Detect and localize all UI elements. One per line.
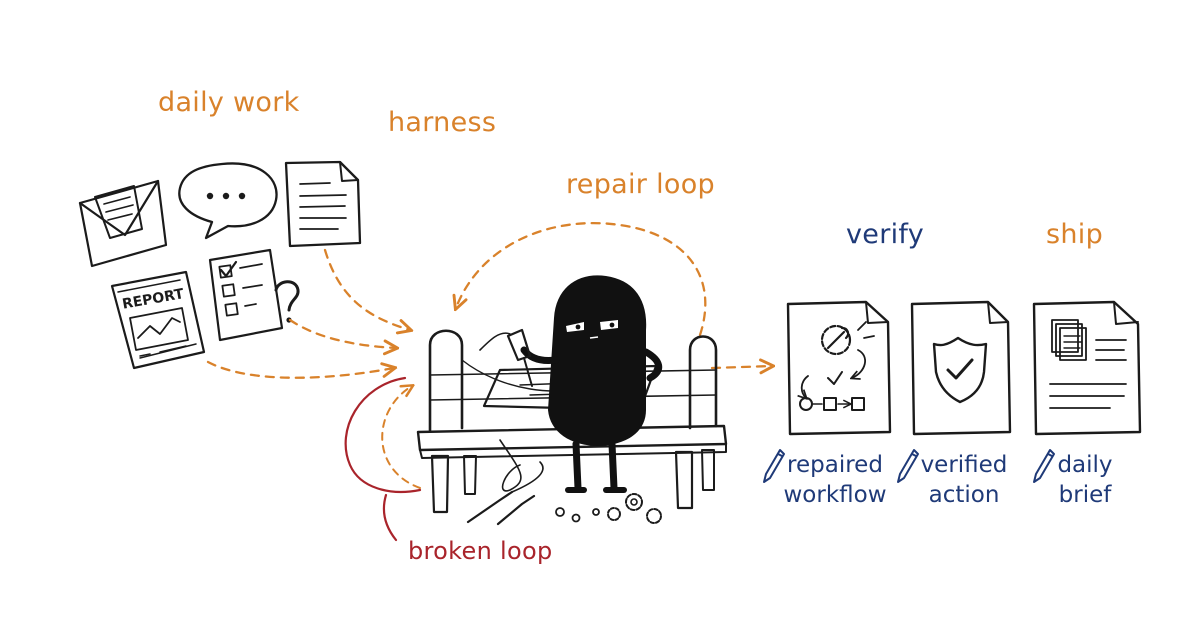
soldering-iron-icon bbox=[479, 328, 533, 387]
daily-brief-card bbox=[1032, 300, 1142, 436]
shield-check-icon bbox=[932, 336, 988, 404]
repair-character bbox=[520, 275, 663, 493]
output-caption-daily-brief: daily brief bbox=[1050, 450, 1120, 510]
wrench-icon bbox=[820, 324, 852, 356]
gear-icon bbox=[555, 493, 662, 524]
report-icon: REPORT bbox=[110, 270, 206, 370]
ship-out-arrow bbox=[710, 366, 772, 368]
envelope-icon bbox=[78, 179, 168, 268]
caption-line-1: repaired bbox=[787, 452, 883, 478]
inner-loop-arrow bbox=[381, 386, 421, 489]
caption-line-1: verified bbox=[920, 452, 1008, 478]
repair-loop-label: repair loop bbox=[566, 169, 715, 200]
daily-work-label: daily work bbox=[158, 87, 300, 118]
verify-label: verify bbox=[846, 219, 925, 250]
output-caption-verified-action: verified action bbox=[914, 450, 1014, 510]
caption-line-2: brief bbox=[1058, 482, 1112, 508]
caption-line-2: workflow bbox=[783, 482, 887, 508]
pen-icon bbox=[763, 449, 1055, 483]
repaired-workflow-card bbox=[786, 300, 892, 436]
caption-line-2: action bbox=[928, 482, 1000, 508]
harness-label: harness bbox=[388, 107, 497, 138]
checklist-icon bbox=[208, 248, 284, 342]
ship-label: ship bbox=[1046, 219, 1104, 250]
floor-tools bbox=[466, 461, 544, 526]
document-icon bbox=[284, 160, 362, 248]
broken-loop-label: broken loop bbox=[408, 537, 553, 565]
output-caption-repaired-workflow: repaired workflow bbox=[780, 450, 890, 510]
verified-action-card bbox=[910, 300, 1012, 436]
input-arrows bbox=[206, 248, 410, 379]
repair-loop-arrow bbox=[456, 221, 707, 337]
stacked-documents-icon bbox=[1051, 319, 1087, 361]
caption-line-1: daily bbox=[1057, 452, 1113, 478]
broken-loop-wire bbox=[344, 376, 422, 542]
speech-bubble-icon bbox=[178, 162, 278, 240]
